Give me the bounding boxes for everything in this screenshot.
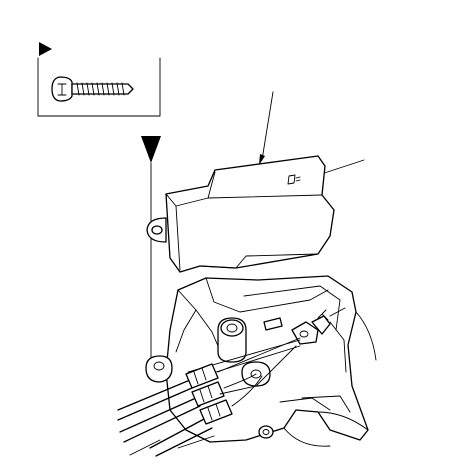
pan-head-screw-icon (51, 76, 134, 102)
cable-end-fitting-2 (191, 381, 225, 407)
legend-triangle-icon (39, 42, 52, 56)
inner-cable-3 (231, 375, 263, 407)
lower-mounting-boss (145, 355, 173, 383)
fastener-legend (37, 42, 161, 117)
lock-housing (165, 275, 369, 443)
leader-line-cover (261, 91, 274, 161)
cable-sheath-2 (119, 397, 197, 433)
cable-assembly (117, 337, 301, 457)
cable-end-fitting-1 (185, 363, 219, 389)
cable-end-fitting-3 (199, 399, 233, 425)
leader-arrow-cover (259, 154, 265, 165)
inner-cable-1 (217, 337, 301, 373)
inner-cable-2 (223, 373, 257, 389)
cable-sheath-1 (117, 379, 191, 411)
housing-bolt (258, 425, 274, 439)
legend-box-frame (37, 57, 161, 117)
screw-callout-triangle (141, 136, 161, 163)
lock-cylinder (217, 317, 247, 363)
cable-sheath-3 (149, 417, 207, 449)
cover-body (165, 155, 335, 273)
door-lock-body (165, 275, 377, 447)
lock-cover (146, 155, 335, 273)
cover-label-mark (287, 174, 301, 185)
